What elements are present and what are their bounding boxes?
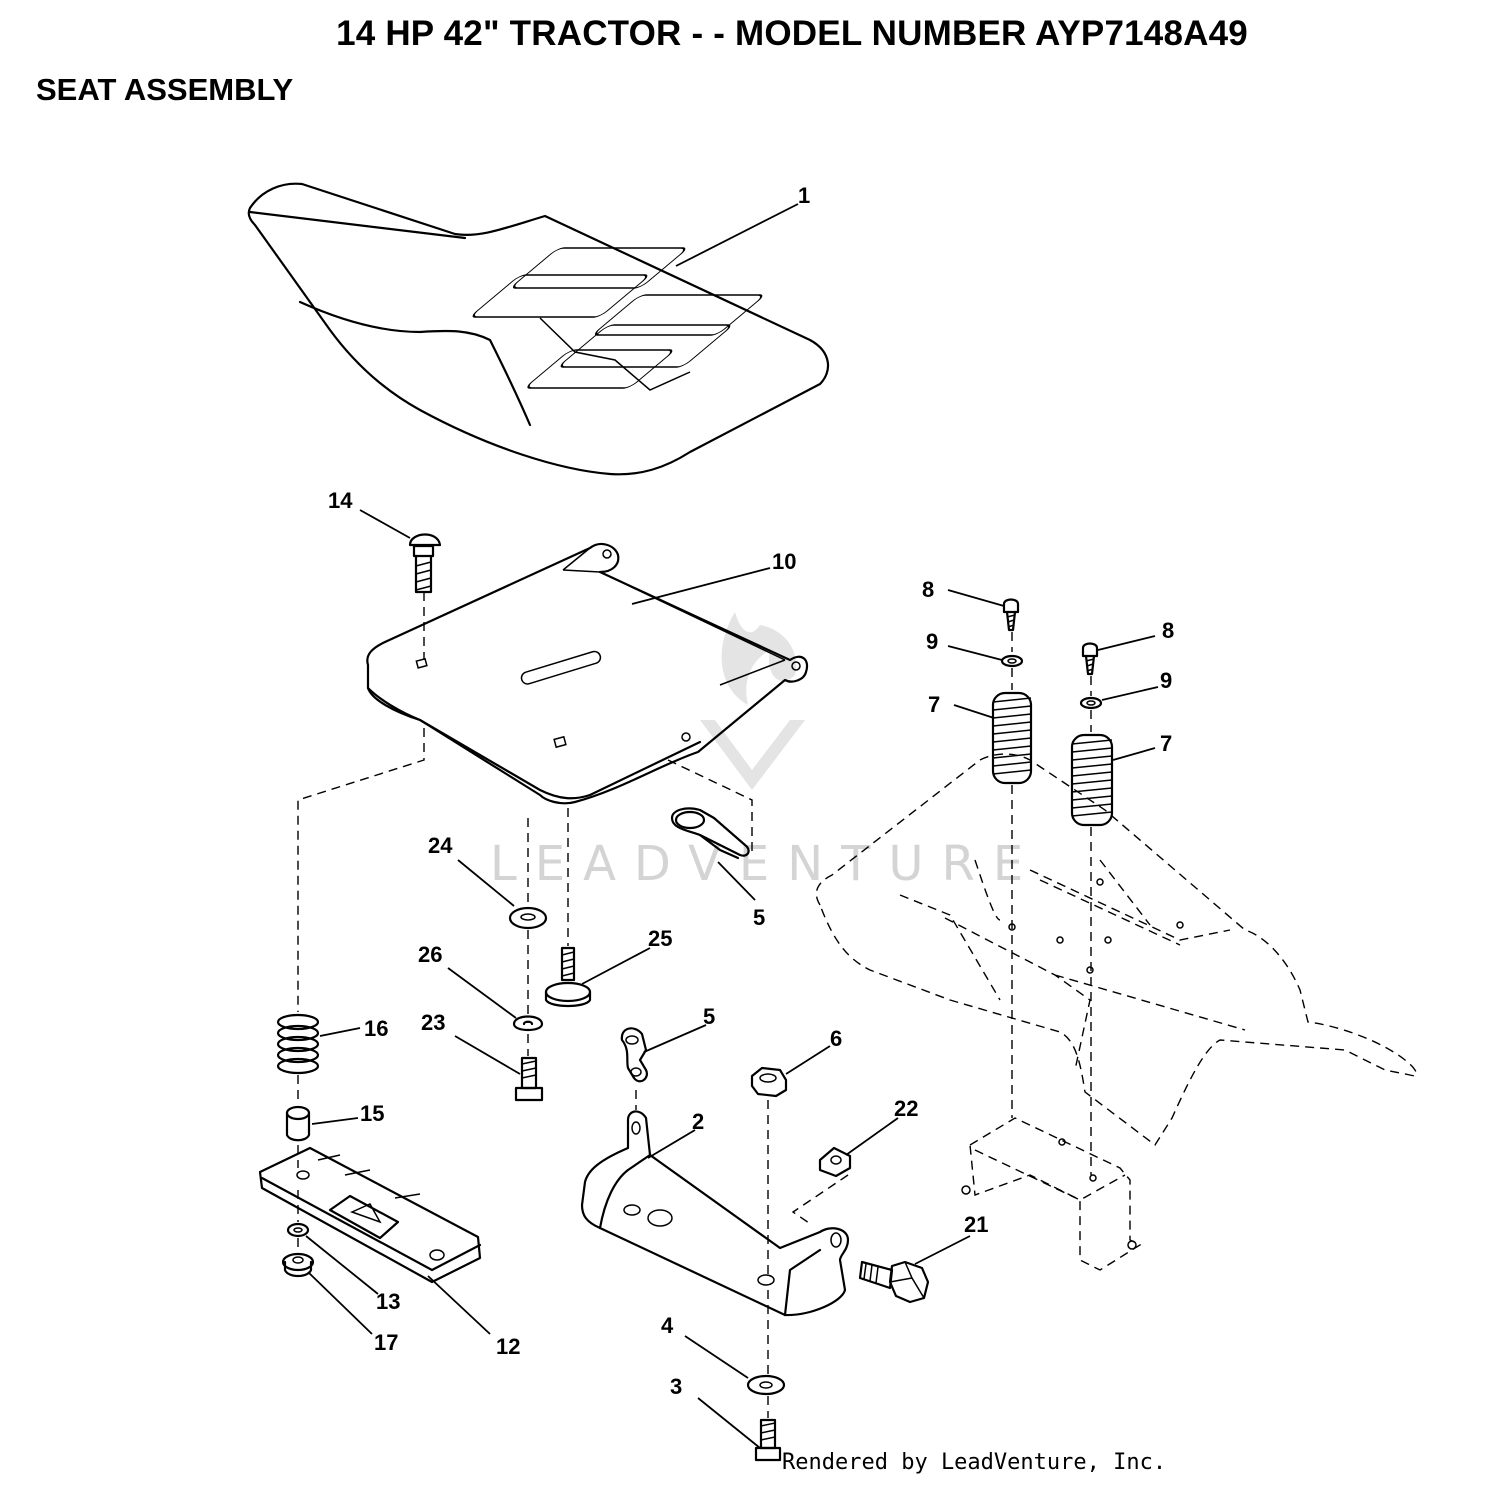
callout-4: 4 bbox=[661, 1313, 674, 1338]
callout-10: 10 bbox=[772, 549, 796, 574]
washer-left bbox=[1000, 654, 1024, 668]
seat bbox=[247, 182, 830, 476]
spring-right bbox=[1070, 733, 1114, 827]
callout-2: 2 bbox=[692, 1109, 704, 1134]
screw-left bbox=[1002, 598, 1020, 632]
callout-14: 14 bbox=[328, 488, 353, 513]
page-title: 14 HP 42" TRACTOR - - MODEL NUMBER AYP71… bbox=[336, 14, 1248, 53]
render-credit: Rendered by LeadVenture, Inc. bbox=[782, 1450, 1167, 1475]
watermark: LEADVENTURE bbox=[490, 612, 1041, 892]
compression-spring-16 bbox=[276, 1013, 320, 1075]
callout-9-left: 9 bbox=[926, 629, 938, 654]
screw-right bbox=[1081, 642, 1099, 676]
bracket-plate-12 bbox=[258, 1146, 482, 1284]
shoulder-bolt-21 bbox=[858, 1260, 930, 1304]
callout-8-right: 8 bbox=[1162, 618, 1174, 643]
callout-23: 23 bbox=[421, 1010, 445, 1035]
leader-lines bbox=[305, 203, 1159, 1449]
hex-nut-6 bbox=[750, 1066, 788, 1098]
callout-12: 12 bbox=[496, 1334, 520, 1359]
callout-6: 6 bbox=[830, 1026, 842, 1051]
hex-nut-22 bbox=[818, 1146, 852, 1178]
lock-washer-26 bbox=[512, 1015, 544, 1032]
shoulder-bolt-25 bbox=[544, 946, 592, 1008]
mounting-bracket-2 bbox=[580, 1110, 850, 1317]
callout-22: 22 bbox=[894, 1096, 918, 1121]
spring-left bbox=[991, 691, 1033, 785]
callout-3: 3 bbox=[670, 1374, 682, 1399]
callout-5-upper: 5 bbox=[753, 905, 765, 930]
hex-bolt-3 bbox=[754, 1418, 782, 1462]
callout-17: 17 bbox=[374, 1330, 398, 1355]
spacer-15 bbox=[285, 1105, 311, 1142]
flange-nut-17 bbox=[281, 1252, 315, 1278]
flat-washer-24 bbox=[508, 906, 548, 930]
assembly-centerlines bbox=[297, 592, 1092, 1418]
seat-switch-clip-lower bbox=[620, 1027, 648, 1083]
frame-bracket-phantom bbox=[961, 1117, 1142, 1271]
seat-pan bbox=[366, 542, 809, 805]
hex-bolt-23 bbox=[514, 1056, 544, 1102]
washer-13 bbox=[286, 1222, 310, 1238]
callout-7-right: 7 bbox=[1160, 731, 1172, 756]
callout-25: 25 bbox=[648, 926, 672, 951]
callout-5-lower: 5 bbox=[703, 1004, 715, 1029]
callout-24: 24 bbox=[428, 833, 453, 858]
callout-7-left: 7 bbox=[928, 692, 940, 717]
callout-26: 26 bbox=[418, 942, 442, 967]
callout-16: 16 bbox=[364, 1016, 388, 1041]
washer-right bbox=[1079, 696, 1103, 710]
watermark-text: LEADVENTURE bbox=[490, 836, 1041, 892]
seat-switch-clip-upper bbox=[670, 807, 750, 860]
callout-8-left: 8 bbox=[922, 577, 934, 602]
callout-15: 15 bbox=[360, 1101, 384, 1126]
callout-13: 13 bbox=[376, 1289, 400, 1314]
callout-labels: 1 14 10 8 9 7 8 9 7 24 5 25 26 16 23 5 6… bbox=[328, 183, 1174, 1399]
callout-9-right: 9 bbox=[1160, 668, 1172, 693]
callout-1: 1 bbox=[798, 183, 810, 208]
callout-21: 21 bbox=[964, 1212, 988, 1237]
carriage-bolt bbox=[408, 533, 442, 594]
flat-washer-4 bbox=[746, 1374, 786, 1396]
section-title: SEAT ASSEMBLY bbox=[36, 72, 294, 107]
fender-phantom bbox=[815, 753, 1417, 1147]
